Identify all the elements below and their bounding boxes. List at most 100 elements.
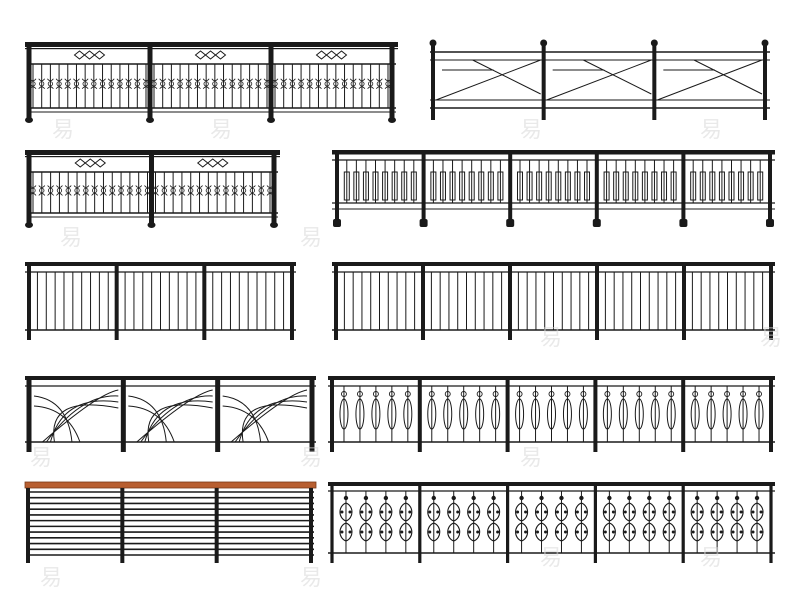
scroll-dot [496, 510, 500, 514]
post-cap [761, 39, 769, 47]
scroll-ornament [554, 502, 569, 522]
scroll-dot [340, 510, 344, 514]
ball-ornament [579, 495, 584, 501]
post [418, 482, 422, 563]
scroll-ornament [427, 522, 441, 542]
baluster-knot [56, 81, 62, 87]
baluster-block [439, 171, 446, 201]
scroll-dot [751, 530, 755, 534]
diamond-ornament [84, 158, 97, 168]
leaf-flourish [185, 86, 193, 90]
cross-bar [657, 59, 763, 101]
scroll-dot [611, 510, 615, 514]
leaf-flourish [168, 86, 175, 90]
baluster-block [410, 171, 417, 201]
baluster-knot [83, 187, 89, 194]
scroll-dot [643, 530, 647, 534]
post [27, 262, 31, 340]
post [417, 376, 422, 452]
top-rail [328, 376, 775, 380]
baluster-knot [376, 81, 382, 87]
leaf-flourish [249, 193, 256, 196]
scroll-dot [603, 510, 607, 514]
leaf-flourish [289, 78, 296, 82]
leaf-flourish [254, 78, 262, 82]
baluster-block [449, 171, 456, 201]
scroll-ornament [534, 502, 549, 522]
leaf-flourish [220, 78, 227, 82]
leaf-flourish [47, 86, 54, 90]
leaf-flourish [73, 193, 81, 196]
baluster-block [516, 171, 523, 201]
leaf-flourish [126, 185, 134, 188]
baluster-knot [56, 187, 63, 194]
scroll-dot [555, 530, 559, 534]
baluster-knot [39, 187, 45, 194]
scroll-dot [711, 510, 715, 514]
baluster-block [382, 171, 389, 201]
leaf-flourish [64, 185, 72, 188]
arc-curve [147, 404, 213, 443]
baluster-knot [160, 81, 166, 87]
arc-curve-railing [25, 376, 316, 452]
scroll-dot [456, 530, 460, 534]
leaf-flourish [47, 193, 54, 196]
leaf-flourish [91, 185, 98, 188]
ball-ornament [694, 495, 700, 501]
scroll-dot [544, 510, 548, 514]
baluster-block [728, 171, 735, 201]
oval-ring [403, 398, 413, 430]
ball-ornament [607, 495, 612, 501]
cross-bar [472, 59, 541, 95]
oval-ring [602, 398, 612, 430]
scroll-dot [631, 510, 635, 514]
scroll-dot [516, 510, 520, 514]
post [335, 150, 339, 224]
leaf-flourish [100, 185, 107, 188]
leaf-flourish [205, 185, 212, 188]
baluster-block [718, 171, 725, 201]
baluster-knot [298, 81, 304, 87]
cross-bar [435, 59, 541, 101]
leaf-flourish [257, 193, 265, 196]
post-base [679, 219, 688, 227]
baluster-block [747, 171, 754, 201]
oval-ring [531, 398, 541, 430]
baluster-knot [134, 81, 140, 87]
scroll-dot [348, 510, 352, 514]
scroll-ornament [710, 502, 724, 522]
baluster-knot [65, 81, 71, 87]
baluster-knot [240, 187, 247, 194]
baluster-knot [359, 81, 365, 87]
baluster-knot [281, 81, 287, 87]
scroll-ornament [515, 522, 529, 542]
oval-ring [634, 398, 644, 430]
post-base [766, 219, 774, 227]
post [769, 262, 773, 340]
ball-ornament [647, 495, 652, 501]
oval-ring [738, 398, 748, 430]
post [593, 482, 597, 563]
baluster-knot [368, 81, 374, 87]
scroll-dot [751, 510, 755, 514]
leaf-flourish [222, 185, 230, 188]
scroll-dot [651, 530, 655, 534]
scroll-dot [360, 530, 364, 534]
leaf-flourish [240, 185, 247, 188]
baluster-knot [232, 187, 238, 194]
scroll-dot [759, 510, 763, 514]
ball-ornament [476, 391, 483, 397]
scroll-ornament [662, 502, 676, 522]
diamond-ornament [83, 50, 96, 60]
ball-ornament [460, 391, 467, 397]
scroll-dot [436, 530, 440, 534]
scroll-dot [448, 510, 452, 514]
top-rail [25, 376, 316, 380]
baluster-knot [170, 187, 176, 194]
diamond-ornament [93, 50, 106, 60]
leaf-flourish [228, 86, 236, 90]
oval-ring [578, 398, 588, 430]
scroll-ornament [574, 522, 588, 542]
baluster-block [401, 171, 408, 201]
scroll-ornament [690, 522, 704, 542]
